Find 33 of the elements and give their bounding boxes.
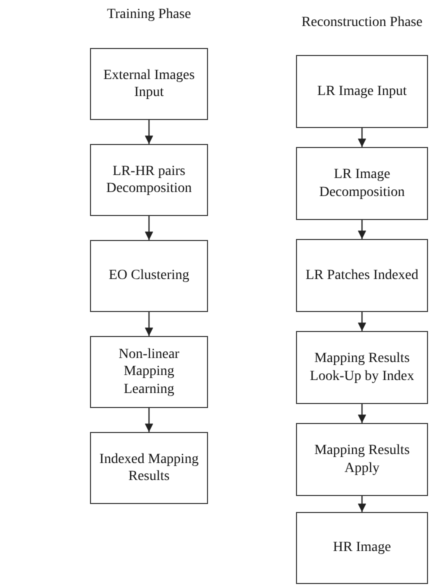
box-text: LR Patches Indexed [306, 266, 418, 284]
arrow [144, 312, 154, 336]
arrow [144, 216, 154, 240]
process-box [296, 239, 428, 312]
box-text: HR Image [333, 539, 391, 557]
process-box [90, 48, 208, 120]
arrow [358, 496, 366, 512]
arrow [358, 220, 366, 239]
process-box [90, 336, 208, 408]
arrow [358, 404, 366, 423]
process-box [90, 432, 208, 504]
box-text: External Images Input [102, 66, 196, 102]
arrow [358, 128, 366, 147]
process-box [90, 240, 208, 312]
box-text: EO Clustering [108, 267, 190, 285]
arrow [358, 312, 366, 331]
box-text: Mapping Results Apply [313, 442, 411, 477]
box-text: Non-linear Mapping Learning [118, 346, 180, 398]
process-box [296, 423, 428, 496]
process-box [296, 147, 428, 220]
box-text: LR Image Input [317, 82, 407, 100]
arrow [144, 120, 154, 144]
box-text: Mapping Results Look-Up by Index [308, 350, 416, 385]
phase-heading: Training Phase [106, 6, 192, 24]
process-box [296, 512, 428, 584]
process-box [90, 144, 208, 216]
box-text: Indexed Mapping Results [98, 450, 200, 486]
process-box [296, 331, 428, 404]
phase-heading: Reconstruction Phase [300, 14, 424, 32]
process-box [296, 55, 428, 128]
box-text: LR Image Decomposition [318, 166, 406, 201]
box-text: LR-HR pairs Decomposition [105, 162, 193, 198]
arrow [144, 408, 154, 432]
